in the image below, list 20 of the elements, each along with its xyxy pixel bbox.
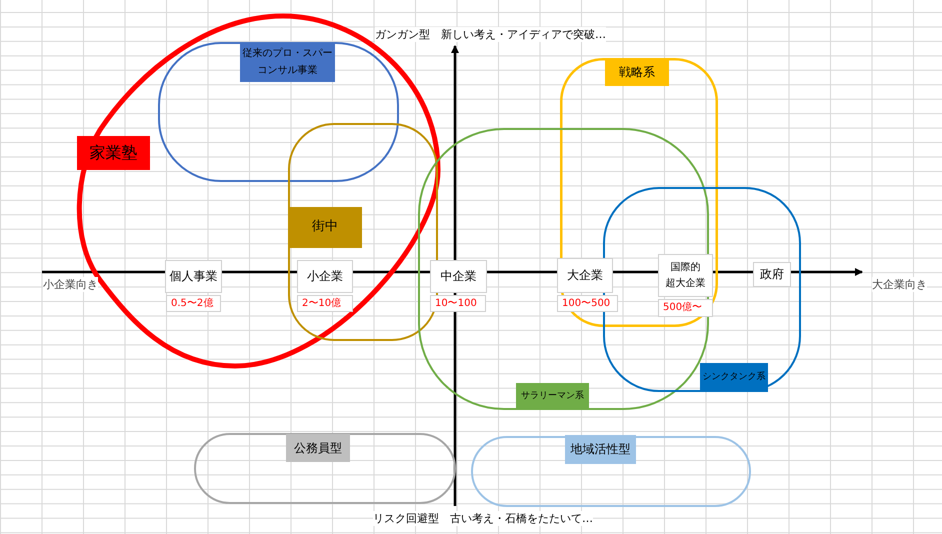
- area-label: シンクタンク系: [700, 363, 768, 392]
- area-outline: [194, 433, 456, 504]
- axis-label: 小企業向き: [43, 277, 98, 292]
- range-label: 500億〜: [658, 299, 713, 317]
- area-label: 従来のプロ・スパーコンサル事業: [240, 42, 335, 82]
- range-label: 0.5〜2億: [166, 295, 221, 312]
- area-label: 戦略系: [605, 58, 669, 86]
- area-label: 地域活性型: [565, 435, 636, 464]
- area-label: 家業塾: [77, 136, 150, 170]
- area-label: 公務員型: [286, 434, 350, 462]
- range-label: 2〜10億: [297, 295, 353, 312]
- category-box: 国際的超大企業: [658, 254, 713, 297]
- axis-label: ガンガン型 新しい考え・アイディアで突破…: [375, 27, 606, 42]
- range-label: 10〜100: [430, 295, 486, 312]
- axis-label: 大企業向き: [872, 277, 927, 292]
- axis-label: リスク回避型 古い考え・石橋をたたいて…: [373, 511, 593, 526]
- area-outline: [471, 436, 751, 507]
- area-label: 街中: [288, 207, 362, 248]
- range-label: 100〜500: [557, 295, 618, 312]
- area-label: サラリーマン系: [516, 383, 589, 410]
